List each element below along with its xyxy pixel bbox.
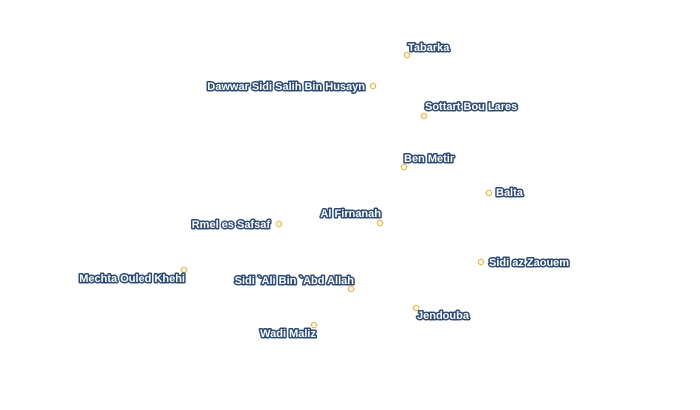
place-marker-jendouba[interactable]: [412, 304, 420, 312]
place-marker-ben-metir[interactable]: [400, 163, 408, 171]
place-label-tabarka: Tabarka: [408, 42, 450, 54]
place-label-sidi-ali-bin-abd-allah: Sidi `Ali Bin `Abd Allah: [235, 275, 355, 287]
place-marker-rmel-es-safsaf[interactable]: [275, 220, 283, 228]
place-label-al-firnanah: Al Firnanah: [320, 208, 381, 220]
place-marker-sidi-ali-bin-abd-allah[interactable]: [347, 285, 355, 293]
place-label-sidi-az-zaouem: Sidi az Zaouem: [489, 257, 569, 269]
place-label-wadi-maliz: Wadi Maliz: [260, 328, 316, 340]
place-marker-wadi-maliz[interactable]: [310, 321, 318, 329]
place-marker-dawwar-sidi-salih-bin-husayn[interactable]: [369, 82, 377, 90]
place-marker-mechta-ouled-khehi[interactable]: [180, 266, 188, 274]
place-label-jendouba: Jendouba: [417, 310, 470, 322]
place-label-ben-metir: Ben Metir: [404, 153, 455, 165]
place-marker-balta[interactable]: [485, 189, 493, 197]
place-label-rmel-es-safsaf: Rmel es Safsaf: [192, 219, 271, 231]
place-marker-al-firnanah[interactable]: [376, 219, 384, 227]
place-marker-tabarka[interactable]: [403, 51, 411, 59]
place-label-balta: Balta: [496, 187, 524, 199]
place-label-sottart-bou-lares: Sottart Bou Lares: [425, 101, 517, 113]
place-marker-sottart-bou-lares[interactable]: [420, 112, 428, 120]
place-markers: [180, 51, 493, 329]
place-label-dawwar-sidi-salih-bin-husayn: Dawwar Sidi Salih Bin Husayn: [207, 81, 365, 93]
place-label-mechta-ouled-khehi: Mechta Ouled Khehi: [79, 273, 185, 285]
place-marker-sidi-az-zaouem[interactable]: [477, 258, 485, 266]
